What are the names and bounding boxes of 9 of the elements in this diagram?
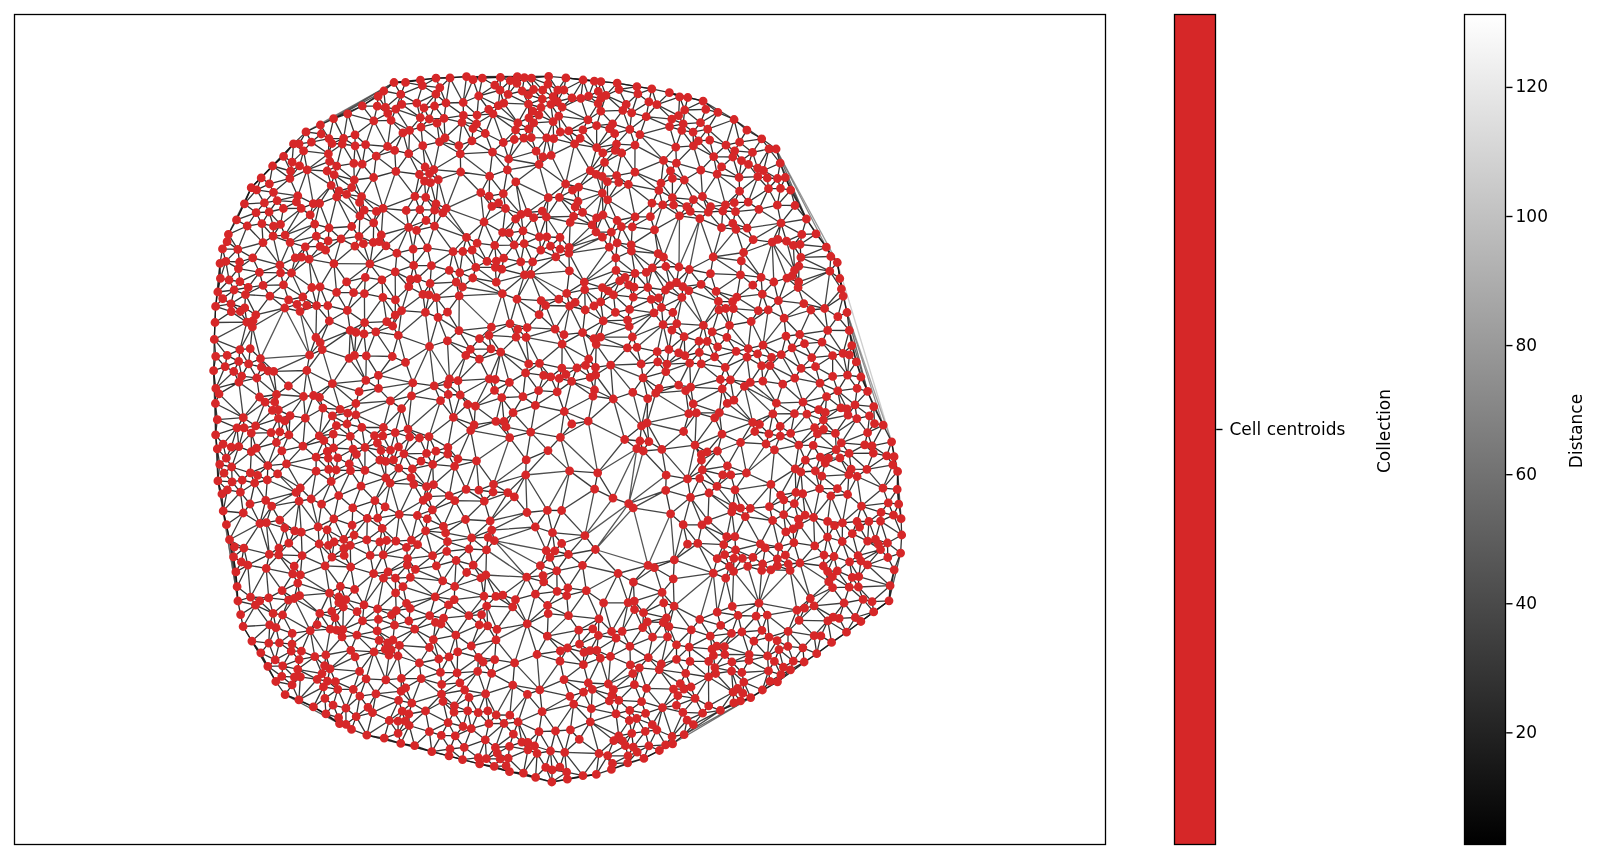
axis-title: Collection <box>1375 388 1395 474</box>
tick-label: 60 <box>1515 464 1538 485</box>
tick-label: 20 <box>1515 723 1538 743</box>
tick-label: 40 <box>1515 594 1538 614</box>
tick-label: 120 <box>1515 77 1548 98</box>
tick-label: 100 <box>1515 206 1548 227</box>
legend-label: Cell centroids <box>1229 419 1346 440</box>
tick-label: 80 <box>1515 335 1538 356</box>
axis-title: Distance <box>1567 393 1587 469</box>
